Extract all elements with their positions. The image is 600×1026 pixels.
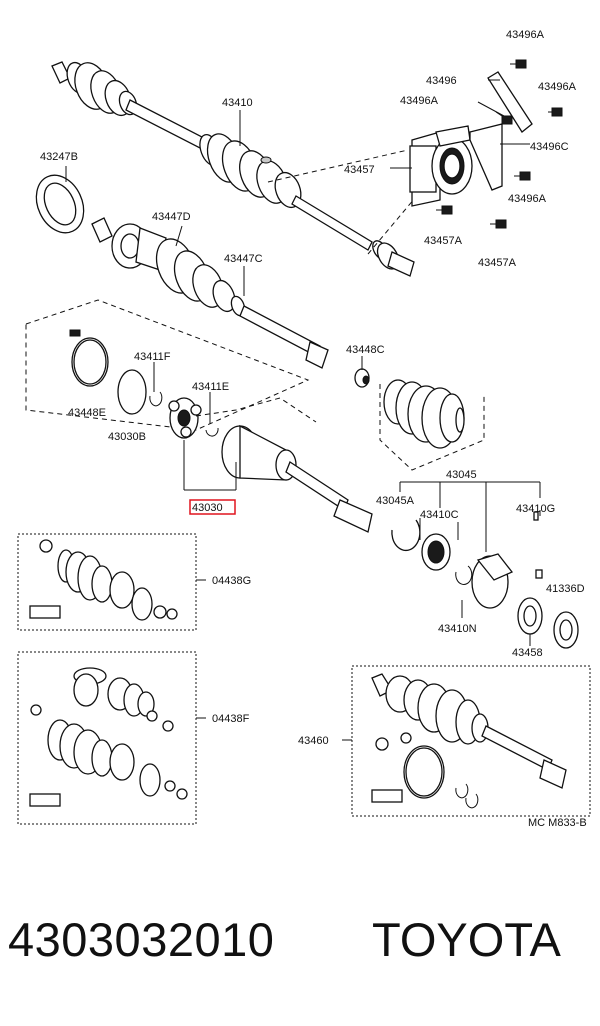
kit-43460 xyxy=(342,665,591,817)
label-43247B: 43247B xyxy=(40,151,78,163)
label-43496A: 43496A xyxy=(508,193,547,205)
label-43496A: 43496A xyxy=(538,81,577,93)
label-43496C: 43496C xyxy=(530,141,569,153)
leader-lines xyxy=(65,79,541,646)
label-43496A: 43496A xyxy=(400,95,439,107)
kit-outline xyxy=(25,299,310,431)
label-43410N: 43410N xyxy=(438,623,477,635)
label-43447C: 43447C xyxy=(224,253,263,265)
clamp-ring-set xyxy=(69,329,163,415)
diagram-reference: MC M833-B xyxy=(528,817,587,829)
label-43030: 43030 xyxy=(192,502,223,514)
label-43496A: 43496A xyxy=(506,29,545,41)
drive-shaft-assembly xyxy=(51,61,421,277)
label-04438F: 04438F xyxy=(212,713,250,725)
label-43410: 43410 xyxy=(222,97,253,109)
inboard-joint-43030 xyxy=(168,397,373,533)
label-43045: 43045 xyxy=(446,469,477,481)
label-43457A: 43457A xyxy=(424,235,463,247)
label-43460: 43460 xyxy=(298,735,329,747)
part-number: 4303032010 xyxy=(8,913,275,966)
brand-name: TOYOTA xyxy=(372,913,561,966)
outboard-joint-shaft xyxy=(35,174,329,369)
label-43448C: 43448C xyxy=(346,344,385,356)
outer-boot-upper xyxy=(66,61,138,117)
bolt-icon xyxy=(436,59,563,229)
bearing-group-43045 xyxy=(391,481,579,649)
label-43448E: 43448E xyxy=(68,407,106,419)
kit-04438F xyxy=(17,651,206,825)
label-43496: 43496 xyxy=(426,75,457,87)
label-43457: 43457 xyxy=(344,164,375,176)
label-04438G: 04438G xyxy=(212,575,251,587)
label-43458: 43458 xyxy=(512,647,543,659)
label-43411E: 43411E xyxy=(192,381,229,393)
part-labels: 43496A 43496 43496A 43496A 43410 43496C … xyxy=(40,29,587,829)
kit-04438G xyxy=(17,533,206,631)
bearing-bracket-assembly xyxy=(409,59,563,229)
label-43457A: 43457A xyxy=(478,257,517,269)
label-41336D: 41336D xyxy=(546,583,585,595)
label-43030B: 43030B xyxy=(108,431,146,443)
label-43045A: 43045A xyxy=(376,495,415,507)
label-43410G: 43410G xyxy=(516,503,555,515)
inner-boot-upper xyxy=(199,133,302,209)
highlight-43030-box xyxy=(189,499,236,515)
inner-boot-43448C xyxy=(354,368,485,471)
label-43447D: 43447D xyxy=(152,211,191,223)
label-43410C: 43410C xyxy=(420,509,459,521)
label-43411F: 43411F xyxy=(134,351,171,363)
